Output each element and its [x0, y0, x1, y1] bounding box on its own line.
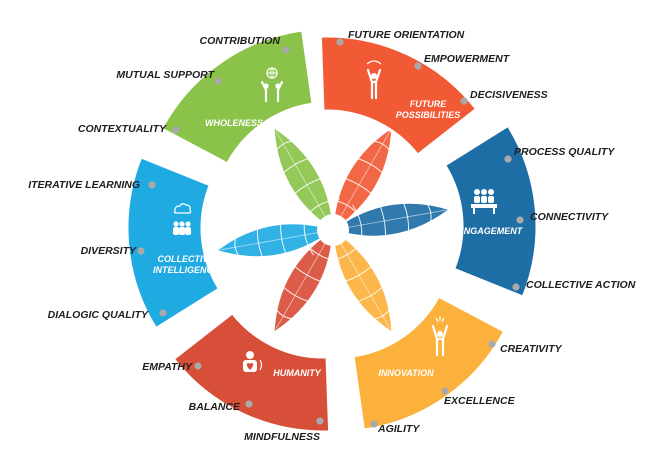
petal-innovation [326, 228, 394, 334]
label-dot [336, 38, 344, 46]
label-dot [172, 126, 180, 134]
segment-future-possibilities [318, 34, 479, 158]
label-dot [516, 216, 524, 224]
label-dot [282, 46, 290, 54]
label-mutual-support: MUTUAL SUPPORT [116, 69, 215, 81]
label-dot [137, 247, 145, 255]
label-dot [370, 420, 378, 428]
person-heart-icon [243, 351, 263, 372]
label-excellence: EXCELLENCE [444, 395, 516, 407]
label-agility: AGILITY [377, 423, 420, 435]
segment-engagement [442, 123, 539, 300]
cloud-people-icon [173, 203, 192, 235]
globe-people-icon [260, 67, 284, 103]
label-creativity: CREATIVITY [500, 343, 563, 355]
label-decisiveness: DECISIVENESS [470, 89, 548, 101]
label-mindfulness: MINDFULNESS [244, 431, 320, 443]
segment-humanity [171, 310, 332, 434]
label-dot [414, 62, 422, 70]
label-contextuality: CONTEXTUALITY [78, 123, 167, 135]
label-dot [504, 155, 512, 163]
flower-center [317, 214, 349, 246]
segment-collective-intelligence [125, 154, 222, 331]
label-contribution: CONTRIBUTION [200, 35, 281, 47]
petal-wholeness [272, 126, 340, 232]
group-at-table-icon [471, 189, 497, 214]
segment-title-humanity: HUMANITY [273, 368, 321, 378]
label-dot [148, 181, 156, 189]
label-dot [194, 362, 202, 370]
petal-engagement [331, 191, 451, 250]
label-dot [316, 417, 324, 425]
label-empathy: EMPATHY [142, 361, 193, 373]
label-process-quality: PROCESS QUALITY [514, 146, 615, 158]
label-dot [460, 97, 468, 105]
label-collective-action: COLLECTIVE ACTION [526, 279, 636, 291]
segment-title-engagement: ENGAGEMENT [458, 226, 524, 236]
label-dot [214, 77, 222, 85]
label-dot [245, 400, 253, 408]
segment-wholeness [159, 28, 315, 167]
outer-ring [125, 28, 539, 434]
label-dot [488, 340, 496, 348]
label-connectivity: CONNECTIVITY [530, 211, 609, 223]
label-dot [159, 309, 167, 317]
segment-title-wholeness: WHOLENESS [205, 118, 263, 128]
segment-title-innovation: INNOVATION [378, 368, 434, 378]
label-empowerment: EMPOWERMENT [424, 53, 511, 65]
label-dialogic-quality: DIALOGIC QUALITY [48, 309, 149, 321]
label-dot [441, 387, 449, 395]
raised-arms-sun-icon [366, 60, 382, 100]
center-flower [215, 126, 451, 334]
label-dot [512, 283, 520, 291]
label-iterative-learning: ITERATIVE LEARNING [28, 179, 140, 191]
label-balance: BALANCE [189, 401, 241, 413]
segment-innovation [351, 293, 507, 432]
label-future-orientation: FUTURE ORIENTATION [348, 29, 465, 41]
label-diversity: DIVERSITY [81, 245, 137, 257]
person-lightbulb-icon [431, 316, 449, 357]
